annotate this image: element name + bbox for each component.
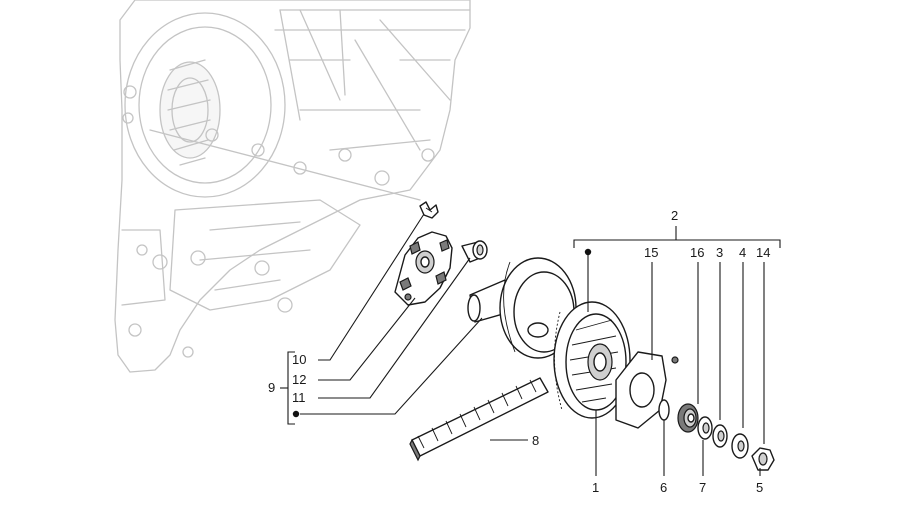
callout-12: 12: [292, 372, 306, 387]
callout-15: 15: [644, 245, 658, 260]
part-clip-10: [419, 201, 439, 219]
part-plate-15: [615, 351, 679, 429]
part-bushing-11: [461, 240, 488, 263]
part-fan-1: [553, 301, 631, 419]
part-nut-5: [751, 447, 775, 471]
callout-14: 14: [756, 245, 770, 260]
part-washer-14: [731, 433, 749, 459]
leader-lines: [280, 213, 781, 476]
callout-9: 9: [268, 380, 275, 395]
part-bearing-7: [677, 403, 699, 433]
part-washer-4: [712, 424, 728, 448]
part-pulley-half: [467, 257, 577, 359]
callout-3: 3: [716, 245, 723, 260]
callout-6: 6: [660, 480, 667, 495]
callout-8: 8: [532, 433, 539, 448]
callout-1: 1: [592, 480, 599, 495]
part-washer-3: [697, 416, 713, 440]
callout-11: 11: [292, 390, 306, 405]
part-oring-6: [658, 399, 670, 421]
callout-4: 4: [739, 245, 746, 260]
marker-dot-group-9: [292, 410, 300, 418]
marker-dot-group-2: [584, 248, 592, 256]
callout-5: 5: [756, 480, 763, 495]
callout-16: 16: [690, 245, 704, 260]
callout-7: 7: [699, 480, 706, 495]
part-rack-8: [409, 377, 549, 462]
callout-2: 2: [671, 208, 678, 223]
crankcase-ghost: [114, 0, 471, 373]
part-backplate-12: [394, 231, 453, 306]
callout-10: 10: [292, 352, 306, 367]
